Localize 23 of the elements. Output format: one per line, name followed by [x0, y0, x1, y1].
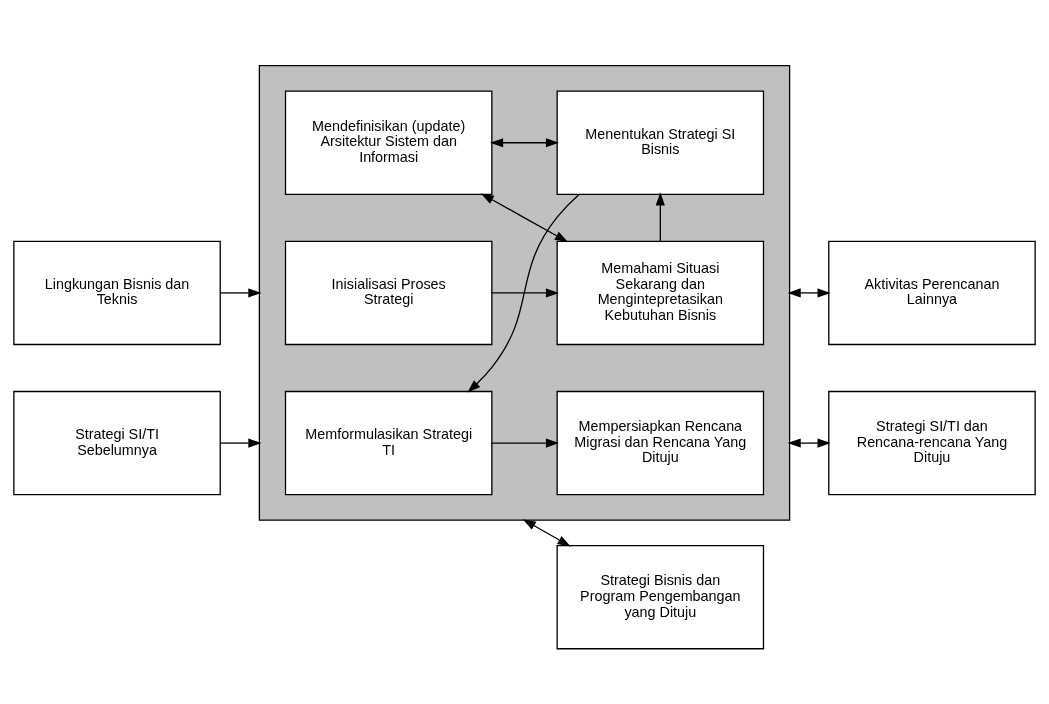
arrow: [491, 288, 559, 298]
arrow: [490, 138, 559, 148]
node-box: Mendefinisikan (update) Arsitektur Sistem dan Informasi: [284, 90, 493, 195]
node-box: Strategi SI/TI dan Rencana-rencana Yang Dituju: [828, 390, 1036, 496]
node-box: Memformulasikan Strategi TI: [284, 390, 493, 496]
arrow: [480, 193, 568, 243]
node-box: Strategi SI/TI Sebelumnya: [13, 390, 221, 496]
node-box: Aktivitas Perencanan Lainnya: [828, 240, 1036, 346]
arrow: [491, 438, 559, 448]
arrow: [219, 438, 262, 448]
arrow: [467, 193, 580, 393]
node-box: Strategi Bisnis dan Program Pengembangan yang Dituju: [556, 544, 765, 650]
arrow: [219, 288, 262, 298]
arrow: [787, 438, 831, 448]
node-box: Lingkungan Bisnis dan Teknis: [13, 240, 221, 346]
node-box: Menentukan Strategi SI Bisnis: [556, 90, 765, 195]
node-box: Inisialisasi Proses Strategi: [284, 240, 493, 346]
cluster: [258, 65, 791, 521]
node-box: Mempersiapkan Rencana Migrasi dan Rencana Yang Dituju: [556, 390, 765, 496]
arrow: [655, 192, 665, 242]
node-box: Memahami Situasi Sekarang dan Mengintepretasikan Kebutuhan Bisnis: [556, 240, 765, 346]
arrow: [787, 288, 831, 298]
arrow: [522, 519, 571, 547]
